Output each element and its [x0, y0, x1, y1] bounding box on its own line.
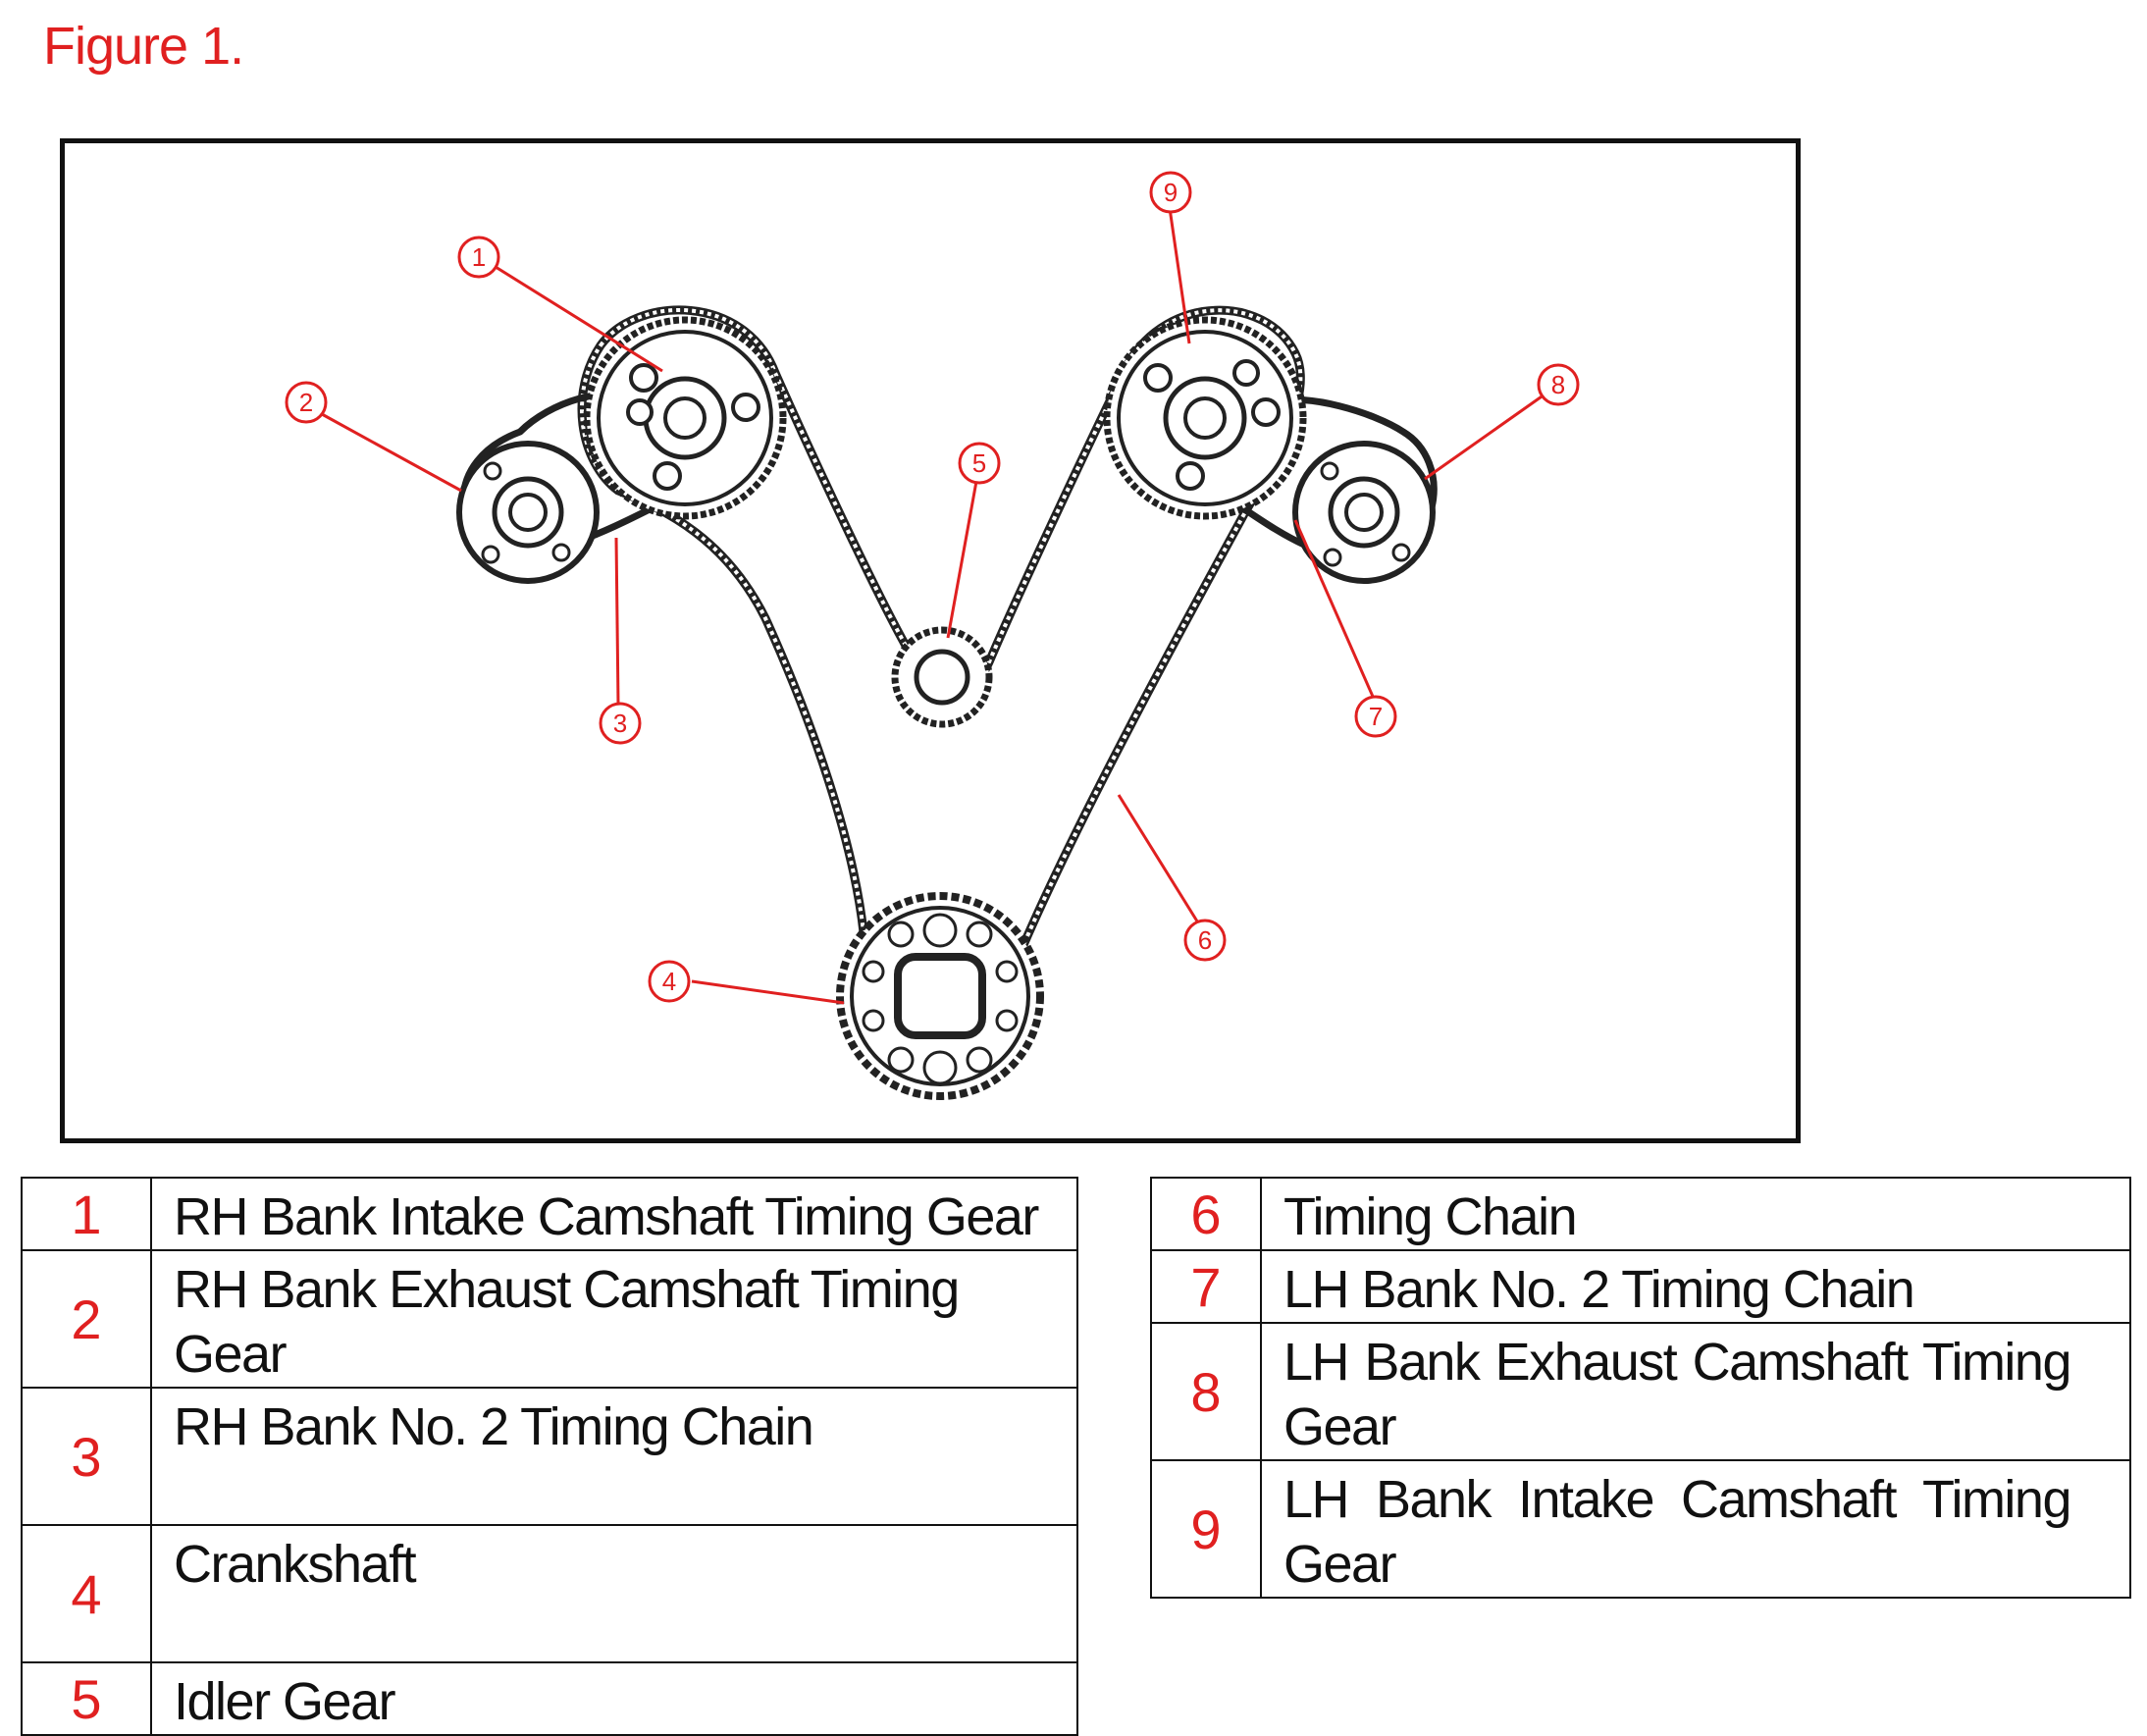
- svg-text:2: 2: [299, 388, 313, 417]
- legend-number: 6: [1150, 1177, 1262, 1251]
- legend-number: 2: [21, 1249, 152, 1389]
- legend-label: Crankshaft: [150, 1524, 1078, 1663]
- svg-text:7: 7: [1369, 702, 1383, 731]
- callout-7: 7: [1354, 695, 1397, 738]
- timing-chain-diagram: 1 2 3 4 5 6 7 8 9: [285, 171, 1580, 1100]
- callout-9: 9: [1149, 171, 1192, 214]
- callout-2: 2: [285, 381, 328, 424]
- callout-1: 1: [457, 236, 500, 279]
- legend-row: 3 RH Bank No. 2 Timing Chain: [21, 1387, 1078, 1526]
- legend-label: RH Bank Intake Camshaft Timing Gear: [150, 1177, 1078, 1251]
- crankshaft-gear: [836, 892, 1044, 1100]
- legend-number: 7: [1150, 1249, 1262, 1324]
- callout-3: 3: [599, 702, 642, 745]
- legend-label: LH Bank No. 2 Timing Chain: [1260, 1249, 2131, 1324]
- rh-intake-camshaft-gear: [583, 316, 787, 520]
- callout-6: 6: [1183, 919, 1227, 962]
- legend-number: 8: [1150, 1322, 1262, 1461]
- legend-row: 1 RH Bank Intake Camshaft Timing Gear: [21, 1177, 1078, 1251]
- legend-table-right: 6 Timing Chain 7 LH Bank No. 2 Timing Ch…: [1150, 1177, 2131, 1599]
- legend-label: LH Bank Intake Camshaft Timing Gear: [1260, 1459, 2131, 1599]
- legend-label: Idler Gear: [150, 1661, 1078, 1736]
- callout-4: 4: [648, 960, 691, 1003]
- legend-row: 8 LH Bank Exhaust Camshaft Timing Gear: [1150, 1322, 2131, 1461]
- svg-text:3: 3: [613, 709, 627, 738]
- legend-row: 5 Idler Gear: [21, 1661, 1078, 1736]
- legend-number: 3: [21, 1387, 152, 1526]
- rh-exhaust-camshaft-gear: [456, 441, 600, 584]
- legend-row: 4 Crankshaft: [21, 1524, 1078, 1663]
- legend-table-left: 1 RH Bank Intake Camshaft Timing Gear 2 …: [21, 1177, 1078, 1736]
- lh-intake-camshaft-gear: [1103, 316, 1307, 520]
- legend-label: RH Bank No. 2 Timing Chain: [150, 1387, 1078, 1526]
- lh-exhaust-camshaft-gear: [1292, 441, 1436, 584]
- callout-8: 8: [1537, 363, 1580, 406]
- svg-text:8: 8: [1551, 370, 1565, 399]
- legend-row: 9 LH Bank Intake Camshaft Timing Gear: [1150, 1459, 2131, 1599]
- legend-label: Timing Chain: [1260, 1177, 2131, 1251]
- svg-text:5: 5: [972, 448, 986, 478]
- legend-number: 1: [21, 1177, 152, 1251]
- legend-row: 2 RH Bank Exhaust Camshaft Timing Gear: [21, 1249, 1078, 1389]
- callout-5: 5: [958, 442, 1001, 485]
- svg-text:9: 9: [1164, 178, 1178, 207]
- legend-row: 6 Timing Chain: [1150, 1177, 2131, 1251]
- svg-text:1: 1: [472, 242, 486, 272]
- legend-label: LH Bank Exhaust Camshaft Timing Gear: [1260, 1322, 2131, 1461]
- svg-text:6: 6: [1198, 925, 1212, 955]
- legend-label: RH Bank Exhaust Camshaft Timing Gear: [150, 1249, 1078, 1389]
- figure-title: Figure 1.: [43, 17, 244, 76]
- legend-row: 7 LH Bank No. 2 Timing Chain: [1150, 1249, 2131, 1324]
- legend-number: 4: [21, 1524, 152, 1663]
- svg-text:4: 4: [662, 967, 676, 996]
- legend-number: 5: [21, 1661, 152, 1736]
- idler-gear: [891, 626, 993, 728]
- legend-number: 9: [1150, 1459, 1262, 1599]
- callout-leaders: [321, 207, 1545, 1005]
